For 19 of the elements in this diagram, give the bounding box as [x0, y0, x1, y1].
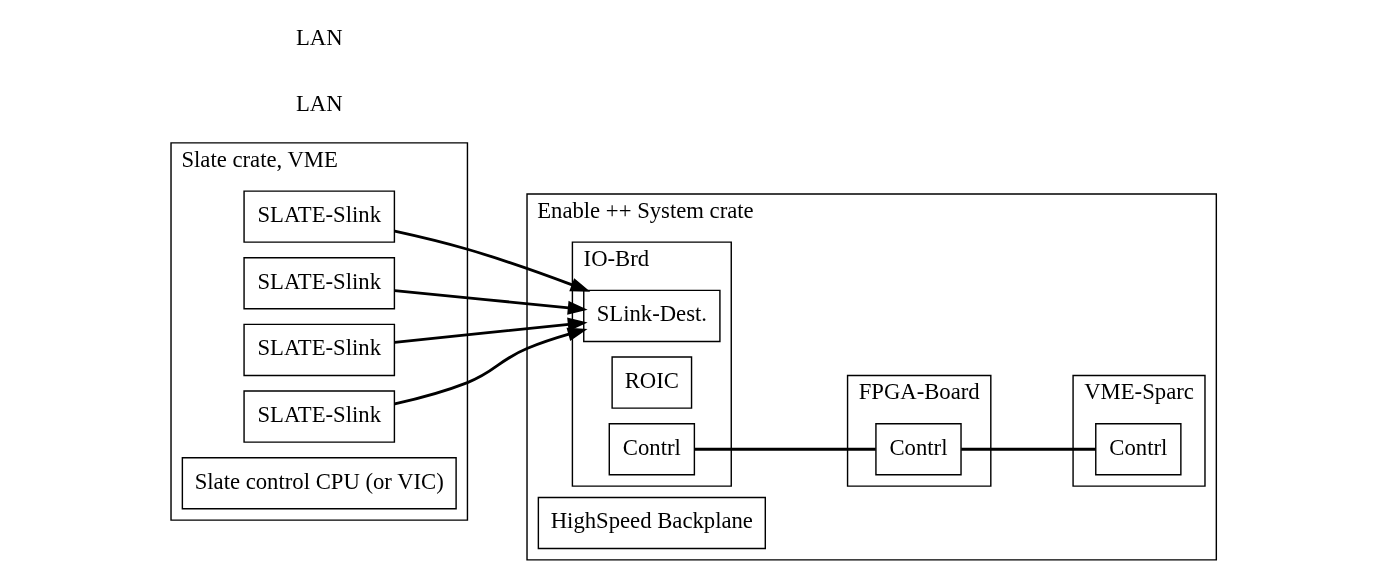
node-box: SLATE-Slink — [243, 190, 396, 243]
node-box: ROIC — [611, 356, 693, 409]
node-box: SLink-Dest. — [583, 289, 721, 343]
arrow — [394, 327, 588, 406]
node-box: Slate control CPU (or VIC) — [181, 457, 457, 510]
node-box: Contrl — [1095, 423, 1182, 476]
arrow — [394, 289, 588, 315]
arrow — [394, 317, 588, 344]
node-box: SLATE-Slink — [243, 257, 396, 310]
arrow — [394, 229, 591, 292]
node-box: SLATE-Slink — [243, 390, 396, 443]
node-box: HighSpeed Backplane — [537, 496, 766, 550]
node-box: Contrl — [608, 423, 696, 476]
node-box: SLATE-Slink — [243, 323, 396, 377]
connector — [961, 447, 1096, 451]
connector — [694, 447, 876, 451]
label: LAN — [295, 91, 343, 117]
node-box: Contrl — [875, 423, 962, 476]
label: LAN — [295, 24, 343, 50]
